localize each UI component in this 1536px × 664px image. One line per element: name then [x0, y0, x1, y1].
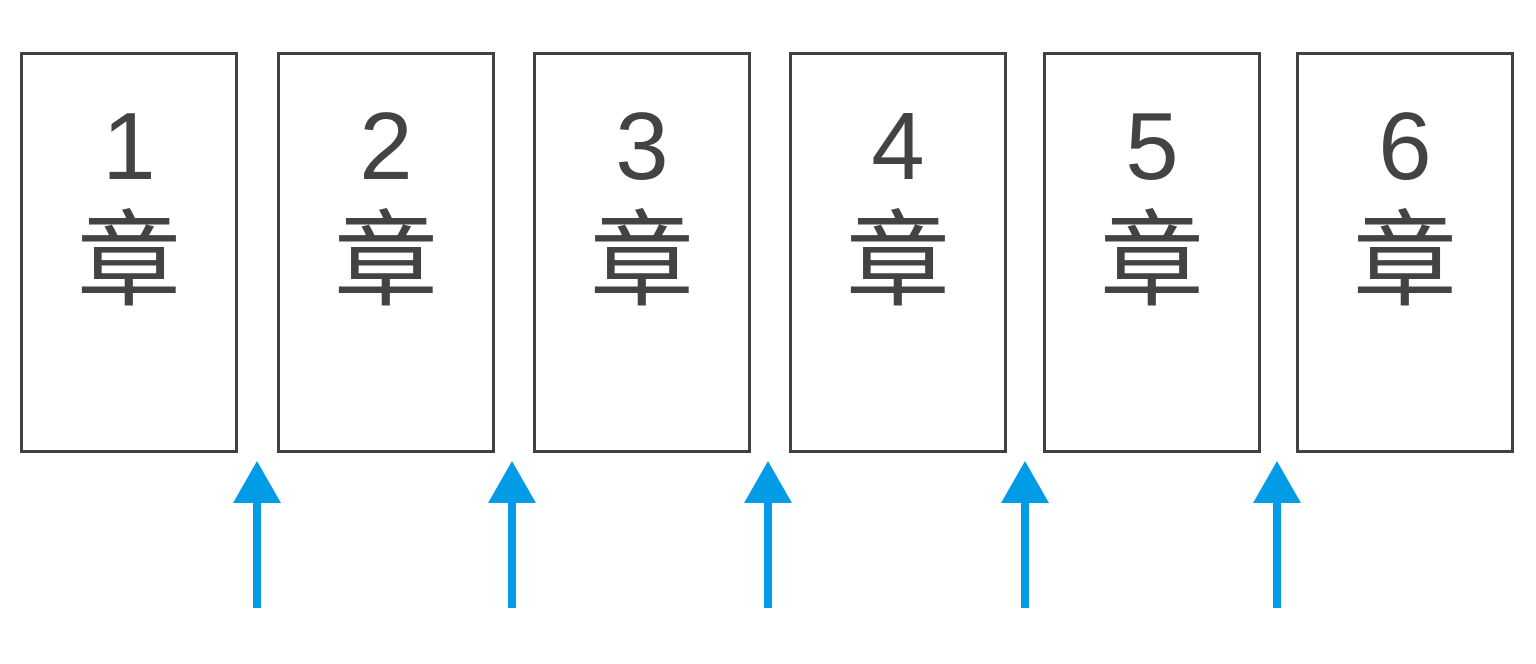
chapter-number-4: 4 [871, 93, 925, 200]
arrow-between-5-and-6 [1252, 460, 1302, 610]
chapter-box-6[interactable]: 6 章 [1296, 52, 1514, 453]
chapter-box-2[interactable]: 2 章 [277, 52, 495, 453]
chapter-number-1: 1 [102, 93, 156, 200]
arrow-between-2-and-3 [487, 460, 537, 610]
chapter-number-6: 6 [1378, 93, 1432, 200]
chapter-number-3: 3 [615, 93, 669, 200]
arrow-between-3-and-4 [743, 460, 793, 610]
arrow-between-1-and-2 [232, 460, 282, 610]
up-arrow-icon [1253, 461, 1301, 608]
chapter-number-5: 5 [1125, 93, 1179, 200]
arrow-between-4-and-5 [1000, 460, 1050, 610]
chapter-box-3[interactable]: 3 章 [533, 52, 751, 453]
chapter-number-2: 2 [359, 93, 413, 200]
chapter-unit-3: 章 [589, 200, 694, 323]
chapter-box-1[interactable]: 1 章 [20, 52, 238, 453]
chapter-unit-1: 章 [76, 200, 181, 323]
up-arrow-icon [488, 461, 536, 608]
up-arrow-icon [1001, 461, 1049, 608]
up-arrow-icon [233, 461, 281, 608]
chapter-unit-2: 章 [333, 200, 438, 323]
chapter-unit-5: 章 [1099, 200, 1204, 323]
chapter-unit-6: 章 [1352, 200, 1457, 323]
chapter-unit-4: 章 [845, 200, 950, 323]
chapter-box-4[interactable]: 4 章 [789, 52, 1007, 453]
up-arrow-icon [744, 461, 792, 608]
chapter-box-5[interactable]: 5 章 [1043, 52, 1261, 453]
